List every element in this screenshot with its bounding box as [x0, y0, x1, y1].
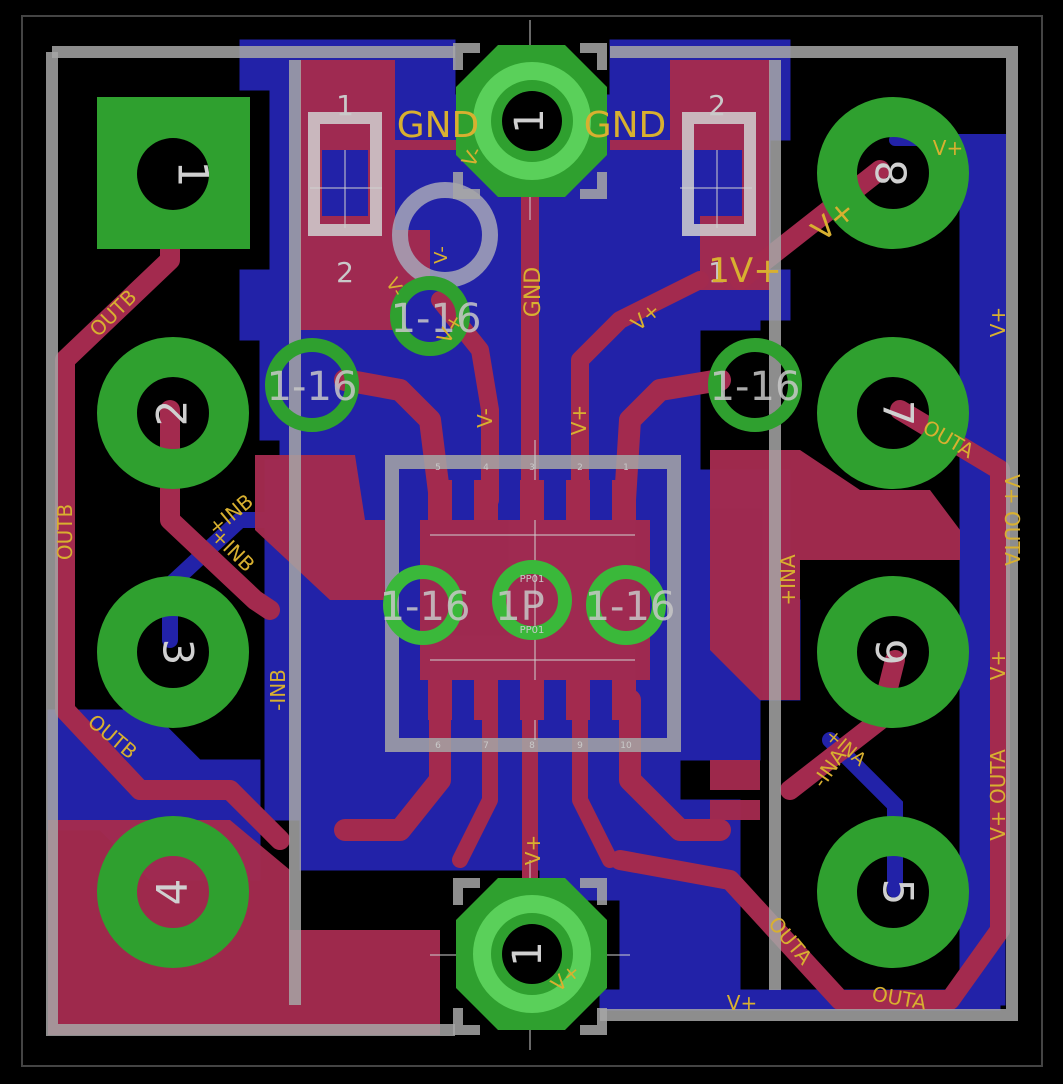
- net-gnd-left: GND: [397, 105, 480, 146]
- net-vplus-chip-top: V+: [567, 405, 591, 435]
- chip-pin-numbers: 5 4 3 2 1 6 7 8 9 10: [435, 463, 632, 751]
- pad-label-6: 6: [868, 639, 917, 666]
- net-vplus-outa-2: V+ OUTA: [1000, 474, 1024, 566]
- chip-pin-2: 2: [577, 463, 583, 473]
- smd-footprints: [308, 112, 756, 236]
- net-inb-minus: -INB: [266, 669, 290, 711]
- chip-pins-top: [428, 480, 636, 520]
- smd-right-top: 2: [708, 89, 726, 122]
- chip-pin-7: 7: [483, 741, 489, 751]
- chip-pin-5: 5: [435, 463, 441, 473]
- chip-pins-bottom: [428, 680, 636, 720]
- smd-labels: 1 2 2 1: [336, 89, 726, 289]
- net-vplus-right-1: V+: [986, 307, 1010, 337]
- chip-pin-6: 6: [435, 741, 441, 751]
- header-pad-labels: 1 2 3 4 8 7 6 5: [148, 160, 923, 906]
- via-label-chip-left: 1-16: [380, 584, 471, 630]
- net-ina-plus: +INA: [776, 554, 800, 606]
- chip-pin-8: 8: [529, 741, 535, 751]
- pad-label-1: 1: [169, 161, 218, 188]
- jumper-pads: [456, 45, 607, 1030]
- pad-label-8: 8: [868, 160, 917, 187]
- chip-pin-10: 10: [620, 741, 632, 751]
- round-pads: [97, 97, 969, 968]
- pad-label-7: 7: [874, 400, 923, 427]
- net-vminus-ring: V-: [431, 246, 452, 264]
- net-vminus-chip: V-: [473, 408, 497, 428]
- chip-pin-1: 1: [623, 463, 629, 473]
- via-label-chip-center: 1P: [495, 584, 545, 630]
- net-vplus-outa: V+ OUTA: [986, 749, 1010, 841]
- pad-label-4: 4: [148, 879, 197, 906]
- jumper-bottom-label: 1: [505, 941, 551, 966]
- chip-pin-4: 4: [483, 463, 489, 473]
- chip-name-bottom: PP01: [520, 625, 545, 636]
- net-gnd-right: GND: [584, 105, 667, 146]
- chip-name-top: PP01: [520, 574, 545, 585]
- via-label-left: 1-16: [267, 364, 358, 410]
- chip-pin-3: 3: [529, 463, 535, 473]
- net-vplus-header: 1V+: [708, 251, 781, 291]
- via-label-right: 1-16: [710, 364, 801, 410]
- chip-pin-9: 9: [577, 741, 583, 751]
- board-frame: [21, 15, 1043, 1067]
- net-vplus-right-2: V+: [986, 650, 1010, 680]
- pad1-hole: [137, 138, 209, 210]
- pad-label-3: 3: [154, 639, 203, 666]
- smd-right-bottom: 1: [708, 256, 726, 289]
- via-label-left-top: 1-16: [391, 296, 482, 342]
- net-vplus-chip-bottom: V+: [521, 835, 545, 865]
- smd-left-bottom: 2: [336, 256, 354, 289]
- vias: [265, 276, 802, 645]
- net-vplus-top-right: V+: [933, 136, 963, 160]
- net-gnd-vertical: GND: [521, 267, 546, 317]
- net-vplus-bottom: V+: [727, 991, 757, 1015]
- pad-label-2: 2: [148, 400, 197, 427]
- jumper-brackets: [453, 43, 607, 1035]
- outline-layer: [46, 46, 1018, 1036]
- net-outb-left: OUTB: [53, 504, 77, 560]
- via-labels: 1-16 1-16 1-16 1-16 1P 1-16: [267, 296, 801, 630]
- via-label-chip-right: 1-16: [585, 584, 676, 630]
- smd-left-top: 1: [336, 89, 354, 122]
- pad-label-5: 5: [874, 879, 923, 906]
- jumper-top-label: 1: [507, 108, 553, 133]
